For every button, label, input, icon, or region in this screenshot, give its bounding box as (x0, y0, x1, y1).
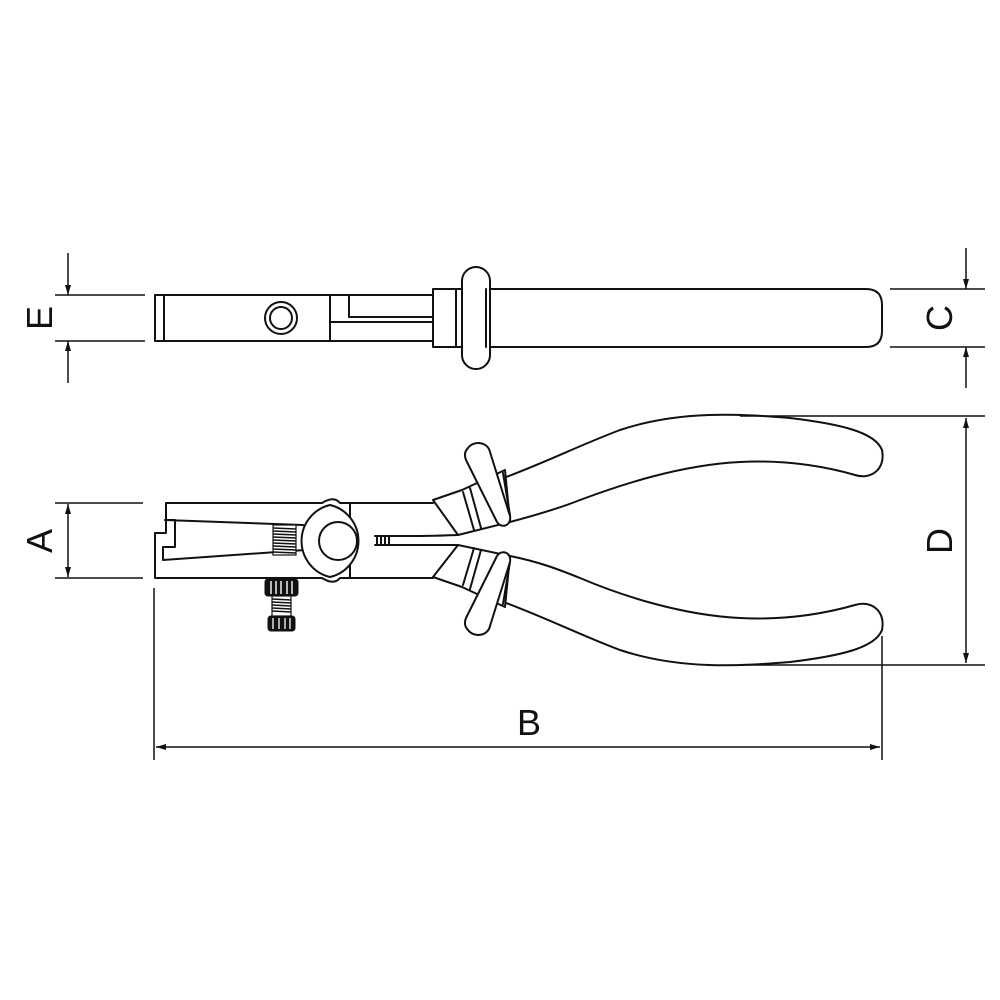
top-neck-slot (329, 294, 434, 323)
dimension-a: A (19, 502, 143, 579)
lower-neck (349, 544, 459, 579)
pivot-screw-inner-icon (269, 306, 293, 330)
upper-guard (463, 442, 512, 527)
dimension-label-b: B (517, 702, 541, 743)
dimension-label-c: C (919, 305, 960, 331)
dimension-b: B (153, 588, 883, 760)
top-collar (432, 288, 464, 348)
dimension-d: D (740, 415, 985, 666)
dimension-e: E (19, 253, 145, 383)
dimension-label-e: E (19, 306, 60, 330)
lower-guard (463, 551, 512, 636)
upper-handle (497, 413, 884, 523)
adjustment-screw-icon (264, 578, 299, 632)
top-handle (489, 288, 883, 348)
dimension-label-a: A (19, 529, 60, 553)
side-view (154, 413, 884, 667)
spring-icon (272, 524, 297, 556)
dimension-label-d: D (919, 528, 960, 554)
lower-handle (497, 555, 884, 667)
top-view (154, 266, 883, 370)
dimension-c: C (890, 248, 985, 388)
top-head-block (154, 294, 331, 342)
pivot-bolt-icon (318, 521, 358, 561)
pivot-screw-outer-icon (264, 301, 298, 335)
serrated-teeth-icon (376, 536, 390, 546)
upper-neck (349, 502, 459, 537)
